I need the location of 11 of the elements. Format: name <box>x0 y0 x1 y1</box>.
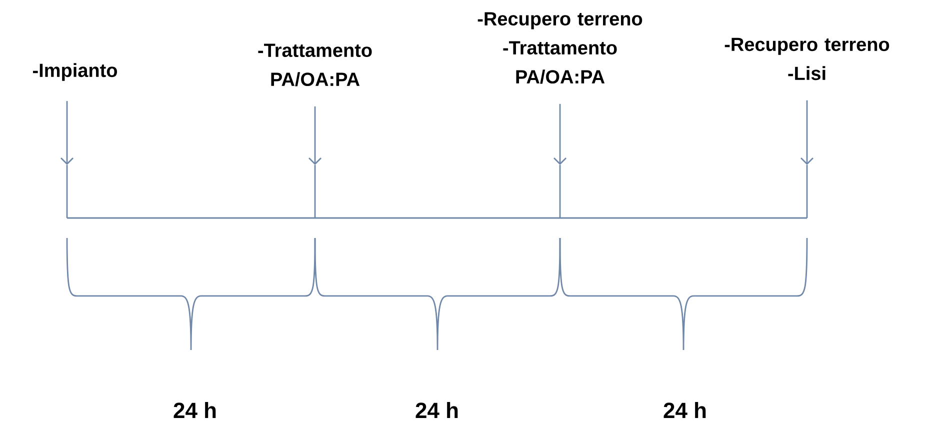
arrow <box>554 104 566 165</box>
step-label: -Impianto <box>33 63 117 81</box>
duration-label: 24 h <box>664 402 706 418</box>
step-label: -Trattamento PA/OA:PA <box>258 44 372 86</box>
arrow <box>60 101 74 165</box>
arrow <box>800 100 814 165</box>
arrow <box>308 106 322 165</box>
duration-label: 24 h <box>416 402 458 418</box>
duration-label: 24 h <box>174 402 216 418</box>
step-label: -Recupero terreno -Trattamento PA/OA:PA <box>478 12 642 84</box>
step-label: -Recupero terreno -Lisi <box>724 38 890 80</box>
